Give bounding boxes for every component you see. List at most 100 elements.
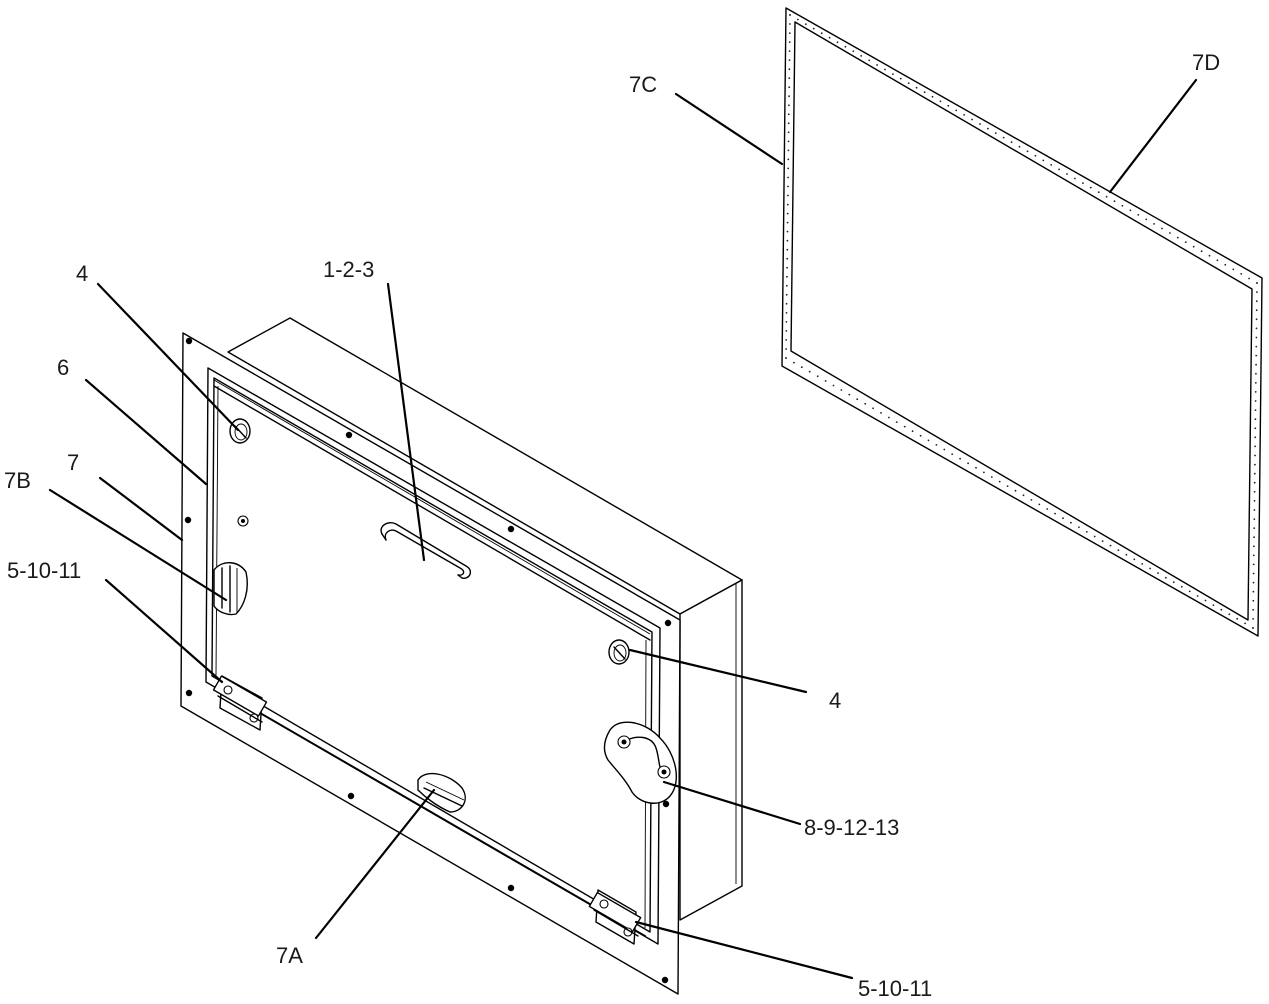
gasket-dot <box>1121 204 1124 207</box>
gasket-dot <box>1085 531 1088 533</box>
gasket-dot <box>1184 241 1187 244</box>
gasket-dot <box>1252 590 1255 593</box>
door-screw <box>237 515 249 527</box>
gasket-dot <box>1074 177 1076 180</box>
gasket-dot <box>951 453 954 455</box>
gasket-dot <box>880 412 882 414</box>
gasket-dot <box>959 457 961 460</box>
gasket-dot <box>915 86 918 89</box>
gasket-dot <box>868 59 871 62</box>
gasket-dot <box>1240 273 1243 275</box>
gasket-dot <box>785 330 788 332</box>
gasket-dot <box>1236 617 1239 620</box>
gasket-dot <box>793 361 795 364</box>
gasket-dot <box>931 95 934 98</box>
gasket-dot <box>1255 336 1258 339</box>
leader-lines <box>48 78 1198 980</box>
gasket-dot <box>1255 318 1258 321</box>
gasket-dot <box>1133 558 1136 561</box>
leader-7d <box>1108 78 1198 194</box>
gasket-dot <box>788 68 791 71</box>
gasket-dot <box>786 257 789 260</box>
gasket-dot <box>864 402 867 405</box>
gasket-dot <box>1252 554 1255 557</box>
gasket-dot <box>979 123 981 125</box>
leader-7c <box>674 92 784 166</box>
gasket-panel <box>781 7 1263 637</box>
gasket-dot <box>1176 236 1179 239</box>
gasket-dot <box>1109 544 1112 547</box>
gasket-dot <box>939 100 942 103</box>
leader-5-10-11-top <box>104 578 224 684</box>
gasket-dot <box>856 398 859 401</box>
gasket-dot <box>788 41 791 43</box>
gasket-dot <box>1256 291 1258 293</box>
gasket-dot <box>888 416 890 419</box>
hinge-left <box>212 675 268 731</box>
gasket-dot <box>785 312 788 314</box>
gasket-dot <box>943 448 946 451</box>
gasket-dot <box>804 23 807 25</box>
gasket-dot <box>1253 490 1256 493</box>
callout-labels: 7C 7D 4 1-2-3 6 7 7B 5-10-11 4 8-9-12-13… <box>4 50 1220 1001</box>
gasket-dot <box>1255 372 1257 375</box>
gasket-dot <box>1030 499 1033 501</box>
gasket-dot <box>787 194 789 197</box>
gasket-dot <box>1046 508 1049 510</box>
gasket-dot <box>1254 400 1257 402</box>
gasket-dot <box>787 122 790 125</box>
gasket-dot <box>1145 218 1148 221</box>
gasket-dot <box>1253 472 1256 475</box>
gasket-dot <box>1255 309 1258 312</box>
callout-7c: 7C <box>629 72 657 97</box>
gasket-dot <box>1256 282 1258 284</box>
gasket-dot <box>786 221 789 224</box>
gasket-dot <box>963 114 965 116</box>
gasket-dot <box>1253 518 1256 520</box>
gasket-dot <box>1093 535 1096 538</box>
gasket-dot <box>1062 517 1064 520</box>
gasket-dot <box>955 109 958 112</box>
gasket-dot <box>1216 259 1219 262</box>
gasket-dot <box>1255 327 1258 330</box>
callout-7: 7 <box>67 450 79 475</box>
gasket-dot <box>787 140 790 143</box>
gasket-dot <box>788 77 791 80</box>
gasket-dot <box>907 82 910 84</box>
gasket-dot <box>786 203 789 206</box>
gasket-dot <box>832 384 835 387</box>
hinge-right <box>588 889 642 945</box>
gasket-dot <box>947 104 950 107</box>
gasket-dot <box>824 380 827 382</box>
gasket-dot <box>892 73 894 75</box>
gasket-dot <box>836 41 839 44</box>
gasket-dot <box>860 55 863 57</box>
gasket-dot <box>1014 489 1017 492</box>
gasket-dot <box>840 389 843 391</box>
gasket-dot <box>816 375 819 378</box>
callout-4-right: 4 <box>829 688 841 713</box>
callout-5-10-11-top: 5-10-11 <box>7 558 81 583</box>
gasket-dot <box>975 466 977 469</box>
gasket-dot <box>785 293 788 296</box>
gasket-dot <box>1254 427 1257 430</box>
door-panel <box>211 377 653 933</box>
gasket-dot <box>1002 136 1005 139</box>
gasket-dot <box>1254 445 1256 448</box>
gasket-dot <box>1192 245 1195 248</box>
gasket-dot <box>1232 268 1235 271</box>
callout-8-9-12-13: 8-9-12-13 <box>804 815 899 840</box>
gasket-dot <box>820 32 823 35</box>
gasket-dot <box>1018 145 1021 148</box>
enclosure-body <box>180 317 743 995</box>
gasket-dot <box>1117 549 1120 552</box>
gasket-dot <box>1050 164 1053 166</box>
gasket-dot <box>899 77 902 80</box>
gasket-dot <box>1253 536 1255 539</box>
gasket-dot <box>1153 223 1155 225</box>
gasket-dot <box>1212 604 1215 606</box>
gasket-dot <box>786 275 788 278</box>
gasket-dot <box>785 302 788 305</box>
gasket-dot <box>1252 608 1255 611</box>
gasket-inner-edge <box>790 21 1253 621</box>
